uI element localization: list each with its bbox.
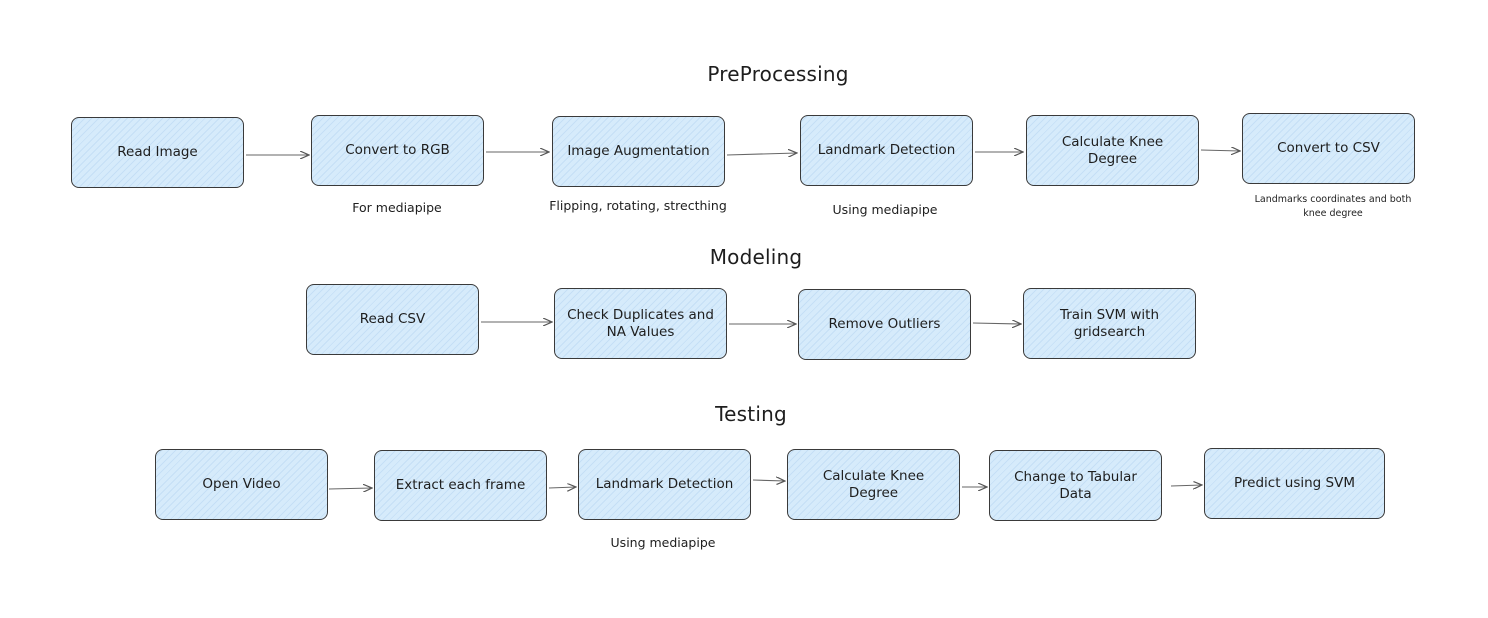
arrow-test-1 [328, 488, 372, 489]
note-csv-contents: Landmarks coordinates and both knee degr… [1254, 194, 1412, 219]
step-train-svm: Train SVM with gridsearch [1023, 288, 1196, 359]
arrow-test-3 [752, 480, 785, 481]
step-extract-each-frame: Extract each frame [374, 450, 547, 521]
testing-title: Testing [715, 402, 787, 426]
step-convert-to-rgb: Convert to RGB [311, 115, 484, 186]
step-open-video: Open Video [155, 449, 328, 520]
step-read-image: Read Image [71, 117, 244, 188]
modeling-title: Modeling [709, 245, 803, 269]
preprocessing-title: PreProcessing [707, 62, 849, 86]
arrow-test-5 [1170, 485, 1202, 486]
arrow-test-2 [548, 487, 576, 488]
arrow-pre-5 [1200, 150, 1240, 151]
step-read-csv: Read CSV [306, 284, 479, 355]
note-using-mediapipe: Using mediapipe [832, 202, 938, 217]
step-landmark-detection-test: Landmark Detection [578, 449, 751, 520]
note-using-mediapipe-test: Using mediapipe [610, 535, 716, 550]
step-calculate-knee-degree: Calculate Knee Degree [1026, 115, 1199, 186]
step-convert-to-csv: Convert to CSV [1242, 113, 1415, 184]
step-image-augmentation: Image Augmentation [552, 116, 725, 187]
step-calculate-knee-degree-test: Calculate Knee Degree [787, 449, 960, 520]
arrow-mod-3 [972, 323, 1021, 324]
step-change-to-tabular-data: Change to Tabular Data [989, 450, 1162, 521]
step-check-duplicates: Check Duplicates and NA Values [554, 288, 727, 359]
arrow-pre-3 [726, 153, 797, 155]
step-remove-outliers: Remove Outliers [798, 289, 971, 360]
note-augmentation-detail: Flipping, rotating, strecthing [549, 198, 727, 213]
note-for-mediapipe: For mediapipe [352, 200, 442, 215]
step-landmark-detection: Landmark Detection [800, 115, 973, 186]
step-predict-using-svm: Predict using SVM [1204, 448, 1385, 519]
